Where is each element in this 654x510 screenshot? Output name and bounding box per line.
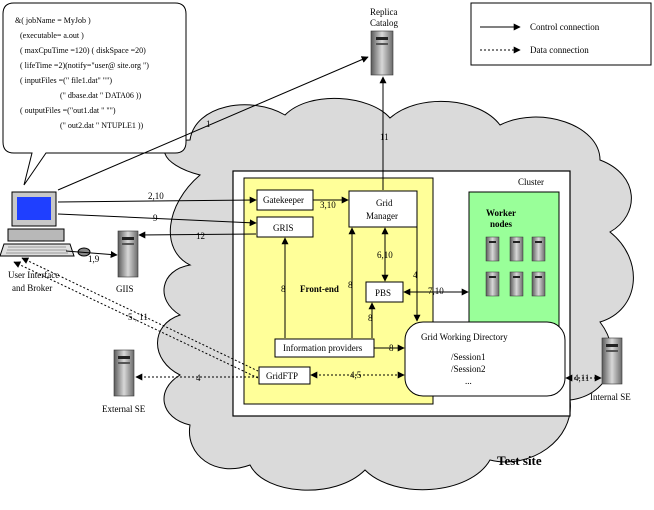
gridftp-label: GridFTP	[266, 371, 298, 381]
job-line-4: ( lifeTime =2)(notify="user@ site.org ")	[20, 61, 149, 70]
giis-server-icon	[117, 230, 139, 278]
job-line-2: (executable= a.out )	[20, 31, 84, 40]
ui-label-1: User Interface	[8, 270, 59, 280]
worker-nodes-label-1: Worker	[486, 208, 516, 218]
job-line-1: &( jobName = MyJob )	[15, 16, 91, 25]
internal-se-label: Internal SE	[590, 392, 631, 402]
job-line-5: ( inputFiles =(" file1.dat" "")	[20, 76, 112, 85]
edge-12-line	[138, 231, 257, 239]
gris-label: GRIS	[273, 223, 294, 233]
gwd-ellipsis: ...	[465, 376, 472, 386]
edge-19-line	[65, 250, 118, 258]
worker-node-icons	[485, 236, 546, 297]
edge-1-line	[57, 56, 369, 191]
edge-label-511: 5 , 11	[128, 312, 148, 322]
job-speech-bubble	[2, 2, 187, 186]
pbs-label: PBS	[375, 288, 391, 298]
external-se-server-icon	[113, 349, 135, 397]
gris-box	[256, 216, 314, 238]
replica-catalog-server-icon	[370, 30, 394, 76]
job-line-3: ( maxCpuTime =120) ( diskSpace =20)	[20, 46, 146, 55]
job-description-text: &( jobName = MyJob ) (executable= a.out …	[15, 16, 149, 130]
test-site-label: Test site	[497, 453, 542, 468]
edge-labels: 1 2,10 9 12 1,9 3,10 11 6,10 4 7,10 8 8 …	[88, 119, 589, 383]
front-end-label: Front-end	[300, 284, 339, 294]
gwd-session1: /Session1	[451, 352, 486, 362]
edge-label-710: 7,10	[428, 286, 444, 296]
grid-manager-label-2: Manager	[366, 211, 398, 221]
edge-label-210: 2,10	[148, 191, 164, 201]
job-line-7: ( outputFiles =("out1.dat " "")	[20, 106, 116, 115]
control-connections	[57, 56, 469, 352]
job-line-8: (" out2.dat " NTUPLE1 ))	[60, 121, 144, 130]
edge-label-8d: 8	[389, 343, 394, 353]
edge-label-8b: 8	[348, 280, 353, 290]
user-interface-computer-icon	[0, 191, 91, 257]
legend-control-text: Control connection	[530, 22, 600, 32]
edge-label-11: 11	[380, 132, 389, 142]
legend-data-text: Data connection	[530, 45, 589, 55]
gridftp-box	[258, 366, 311, 385]
edge-label-310: 3,10	[320, 200, 336, 210]
cluster-label: Cluster	[518, 177, 544, 187]
edge-label-1: 1	[206, 119, 211, 129]
replica-catalog-label-2: Catalog	[370, 18, 398, 28]
legend-box	[470, 2, 652, 66]
edge-label-45: 4,5	[350, 370, 362, 380]
worker-nodes-label-2: nodes	[490, 219, 513, 229]
replica-catalog-label-1: Replica	[370, 7, 398, 17]
job-line-6: (" dbase.dat " DATA06 ))	[60, 91, 142, 100]
data-connections	[13, 257, 602, 382]
edge-label-4a: 4	[413, 270, 418, 280]
edge-label-411: 4,11	[574, 373, 589, 383]
grid-manager-box	[348, 190, 418, 228]
information-providers-label: Information providers	[283, 343, 363, 353]
edge-label-12: 12	[196, 231, 205, 241]
internal-se-server-icon	[601, 337, 623, 385]
edge-label-610: 6,10	[377, 250, 393, 260]
ui-label-2: and Broker	[12, 283, 52, 293]
external-se-label: External SE	[102, 404, 146, 414]
edge-label-19: 1,9	[88, 254, 100, 264]
edge-label-4b: 4	[196, 373, 201, 383]
grid-manager-label-1: Grid	[376, 198, 393, 208]
edge-label-8c: 8	[368, 313, 373, 323]
giis-label: GIIS	[116, 284, 134, 294]
pbs-box	[365, 281, 404, 303]
gwd-title: Grid Working Directory	[421, 332, 508, 342]
edge-210-line	[57, 196, 257, 204]
edge-511-line-b	[13, 261, 259, 379]
grid-working-directory-box	[404, 321, 566, 397]
gatekeeper-label: Gatekeeper	[263, 195, 304, 205]
edge-label-8a: 8	[281, 284, 286, 294]
edge-label-9: 9	[153, 213, 158, 223]
gwd-session2: /Session2	[451, 364, 486, 374]
edge-9-line	[57, 213, 257, 227]
